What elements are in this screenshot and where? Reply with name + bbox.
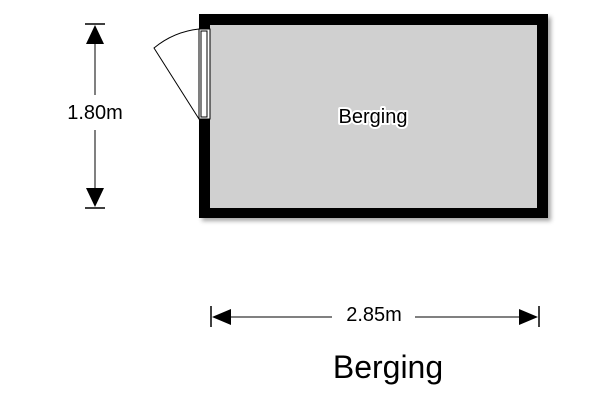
width-dimension-label: 2.85m bbox=[346, 304, 402, 326]
width-dimension: 2.85m bbox=[210, 304, 540, 327]
room-label: Berging bbox=[339, 106, 408, 128]
door bbox=[153, 28, 211, 120]
width-arrow-right bbox=[519, 309, 538, 325]
height-dimension: 1.80m bbox=[67, 23, 123, 209]
plan-title: Berging bbox=[333, 349, 443, 385]
door-leaf bbox=[200, 30, 208, 118]
room-floor bbox=[210, 25, 537, 208]
width-arrow-left bbox=[212, 309, 231, 325]
height-arrow-bottom bbox=[86, 188, 104, 207]
door-swing-arc bbox=[153, 28, 200, 120]
room-berging bbox=[199, 14, 548, 218]
height-arrow-top bbox=[86, 25, 104, 44]
height-dimension-label: 1.80m bbox=[67, 102, 123, 124]
